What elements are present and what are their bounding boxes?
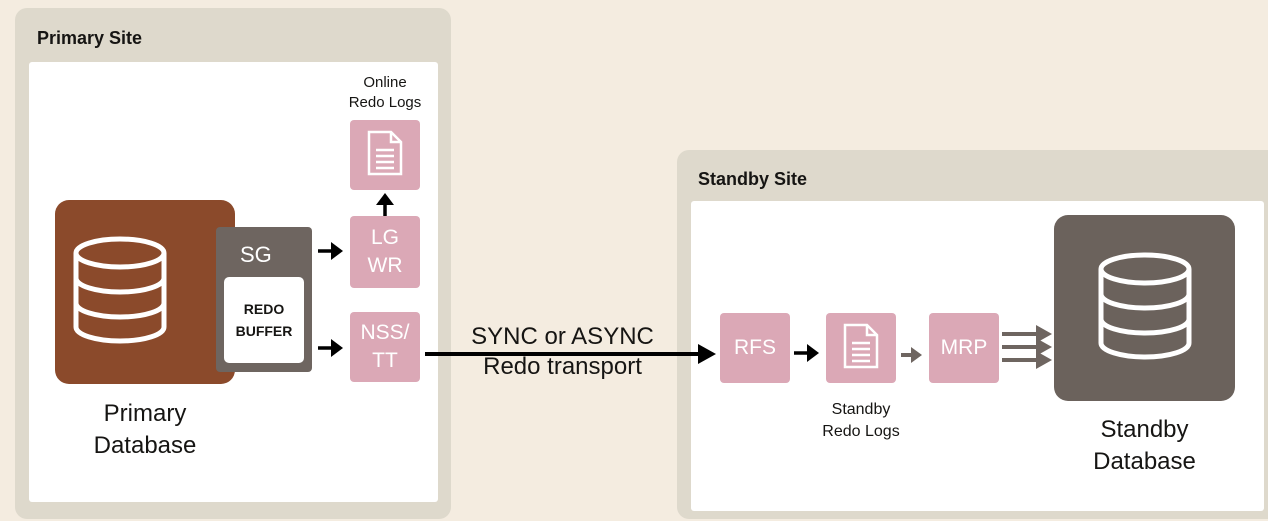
primary-database-label: Primary Database [55, 398, 235, 462]
transport-line1: SYNC or ASYNC [471, 323, 654, 350]
standby-database-label-line1: Standby [1100, 416, 1189, 443]
online-redo-logs-label: Online Redo Logs [340, 73, 430, 113]
rfs-process: RFS [720, 313, 790, 383]
database-icon [1095, 251, 1195, 366]
mrp-process: MRP [929, 313, 999, 383]
arrow-lgwr-to-online-logs [376, 193, 394, 216]
online-redo-logs [350, 120, 420, 190]
standby-database [1054, 215, 1235, 401]
arrow-sga-to-nss [318, 339, 343, 357]
document-icon [843, 323, 879, 374]
arrow-standby-logs-to-mrp [901, 347, 922, 363]
rfs-label: RFS [734, 336, 776, 359]
online-redo-logs-line1: Online [363, 74, 407, 91]
arrow-redo-transport [425, 344, 716, 364]
standby-redo-logs-line1: Standby [831, 401, 891, 418]
mrp-label: MRP [940, 336, 988, 359]
standby-site-title: Standby Site [698, 169, 808, 189]
standby-redo-logs-label: Standby Redo Logs [806, 399, 916, 443]
online-redo-logs-line2: Redo Logs [348, 94, 422, 111]
standby-redo-logs [826, 313, 896, 383]
lgwr-process: LG WR [350, 216, 420, 288]
sga-label: SG [240, 242, 272, 267]
nss-line1: NSS/ [360, 321, 410, 344]
redo-buffer-line1: REDO [243, 301, 285, 317]
nss-process: NSS/ TT [350, 312, 420, 382]
standby-database-label-line2: Database [1093, 448, 1196, 475]
arrow-rfs-to-standby-logs [794, 344, 819, 362]
arrow-mrp-to-standby-db [1002, 325, 1052, 369]
standby-redo-logs-line2: Redo Logs [822, 423, 900, 440]
redo-buffer: REDO BUFFER [224, 277, 304, 363]
document-icon [367, 130, 403, 181]
nss-line2: TT [372, 349, 398, 372]
sga-block: SG REDO BUFFER [216, 227, 312, 372]
lgwr-line2: WR [367, 254, 403, 277]
primary-site-title: Primary Site [37, 28, 143, 48]
transport-label: SYNC or ASYNC Redo transport [440, 322, 685, 382]
lgwr-line1: LG [370, 226, 399, 249]
redo-buffer-line2: BUFFER [235, 323, 293, 339]
standby-database-label: Standby Database [1054, 414, 1235, 478]
primary-database-label-line1: Primary [103, 400, 187, 427]
database-icon [70, 235, 170, 350]
primary-database-label-line2: Database [93, 432, 197, 459]
arrow-sga-to-lgwr [318, 242, 343, 260]
primary-database [55, 200, 235, 384]
transport-line2: Redo transport [483, 353, 642, 380]
